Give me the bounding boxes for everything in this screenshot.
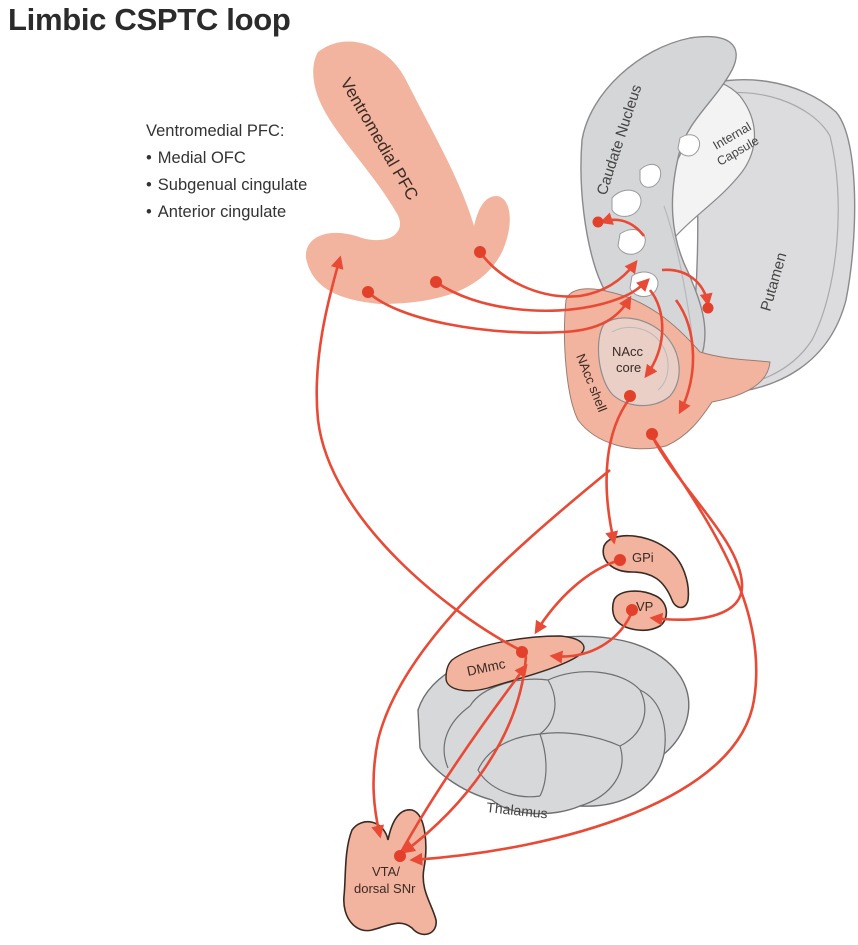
striatal-bridge [678, 135, 700, 156]
origin-dot [474, 246, 486, 258]
origin-dot [593, 217, 604, 228]
nacc-core-label-line2: core [616, 360, 641, 375]
origin-dot [624, 390, 636, 402]
origin-dot [430, 276, 442, 288]
origin-dot [703, 303, 714, 314]
vp-label: VP [636, 599, 653, 614]
origin-dot [394, 850, 406, 862]
nacc-core-label-line1: NAcc [612, 344, 644, 359]
origin-dot [362, 286, 374, 298]
gpi-label: GPi [632, 550, 654, 565]
origin-dot [646, 428, 658, 440]
vta-label-line1: VTA/ [372, 864, 400, 879]
origin-dot [614, 554, 626, 566]
origin-dot [626, 604, 638, 616]
pathway-nacc-shell-to-vp [652, 436, 742, 620]
vta-label-line2: dorsal SNr [354, 881, 416, 896]
origin-dot [516, 646, 528, 658]
pathway-gpi-to-dmmc [536, 560, 620, 632]
